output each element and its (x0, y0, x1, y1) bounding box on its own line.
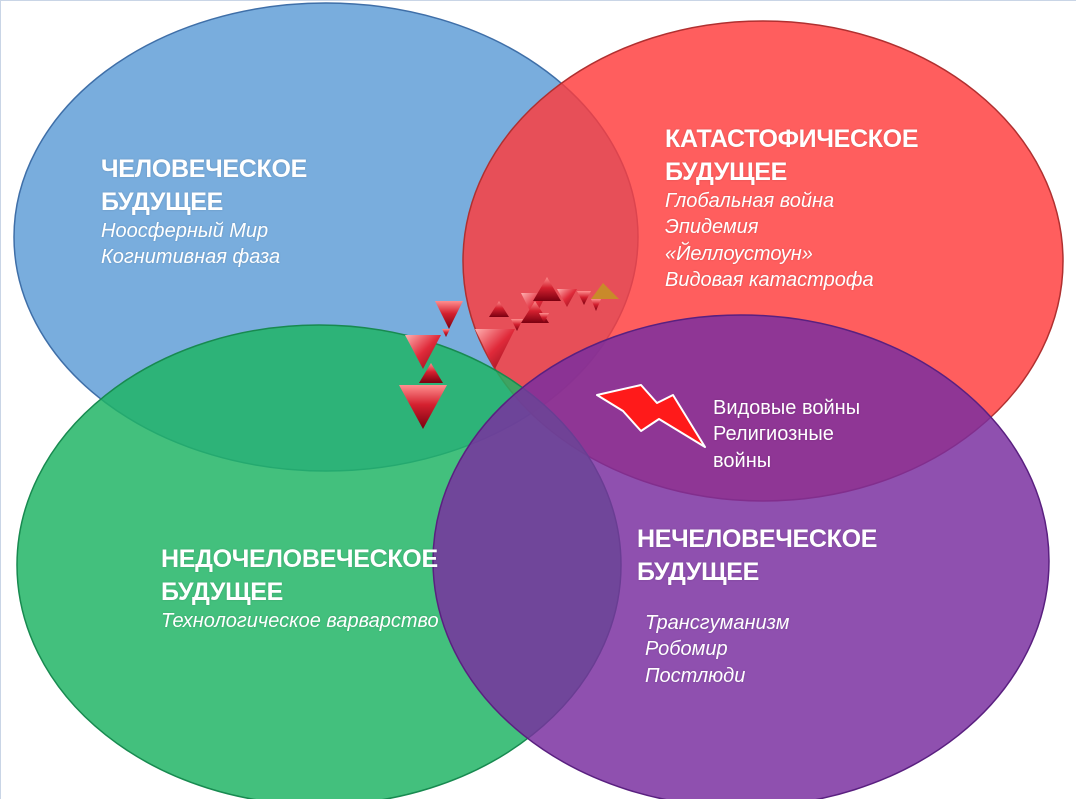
title-line: БУДУЩЕЕ (101, 187, 224, 216)
title-line: НЕДОЧЕЛОВЕЧЕСКОЕ (161, 545, 438, 573)
conflict-item: Видовые войны (713, 397, 861, 419)
subhuman-future-item: Технологическое варварство (161, 610, 439, 632)
nonhuman-future-item: Робомир (645, 638, 728, 661)
human-future-item: Когнитивная фаза (101, 246, 281, 269)
nonhuman-future-item: Трансгуманизм (645, 612, 790, 634)
catastrophic-future-label: КАТАСТОФИЧЕСКОЕ БУДУЩЕЕ Глобальная война… (665, 123, 919, 294)
title-line: ЧЕЛОВЕЧЕСКОЕ (101, 155, 308, 183)
subhuman-future-title: НЕДОЧЕЛОВЕЧЕСКОЕ БУДУЩЕЕ (161, 543, 439, 608)
nonhuman-future-item: Постлюди (645, 664, 746, 687)
title-line: БУДУЩЕЕ (665, 157, 788, 186)
crystal-shards-icon (399, 277, 619, 429)
nonhuman-future-label: НЕЧЕЛОВЕЧЕСКОЕ БУДУЩЕЕ Трансгуманизм Роб… (637, 523, 877, 689)
spacer (637, 588, 877, 610)
nonhuman-future-circle (432, 314, 1050, 799)
subhuman-future-label: НЕДОЧЕЛОВЕЧЕСКОЕ БУДУЩЕЕ Технологическое… (161, 543, 439, 634)
human-future-label: ЧЕЛОВЕЧЕСКОЕ БУДУЩЕЕ Ноосферный Мир Когн… (101, 153, 307, 271)
human-future-item: Ноосферный Мир (101, 220, 269, 242)
catastrophic-future-item: Видовая катастрофа (665, 269, 874, 292)
conflict-item: войны (713, 449, 772, 472)
catastrophic-future-item: Эпидемия (665, 216, 759, 239)
title-line: БУДУЩЕЕ (637, 557, 760, 586)
catastrophic-future-item: «Йеллоустоун» (665, 242, 813, 265)
catastrophic-future-title: КАТАСТОФИЧЕСКОЕ БУДУЩЕЕ (665, 123, 919, 188)
conflict-overlap-label: Видовые войны Религиозные войны (713, 395, 860, 474)
lightning-icon (596, 384, 706, 448)
title-line: КАТАСТОФИЧЕСКОЕ (665, 125, 919, 153)
title-line: БУДУЩЕЕ (161, 577, 284, 606)
catastrophic-future-item: Глобальная война (665, 190, 835, 212)
title-line: НЕЧЕЛОВЕЧЕСКОЕ (637, 525, 878, 553)
nonhuman-future-title: НЕЧЕЛОВЕЧЕСКОЕ БУДУЩЕЕ (637, 523, 877, 588)
conflict-item: Религиозные (713, 423, 834, 446)
human-future-title: ЧЕЛОВЕЧЕСКОЕ БУДУЩЕЕ (101, 153, 307, 218)
